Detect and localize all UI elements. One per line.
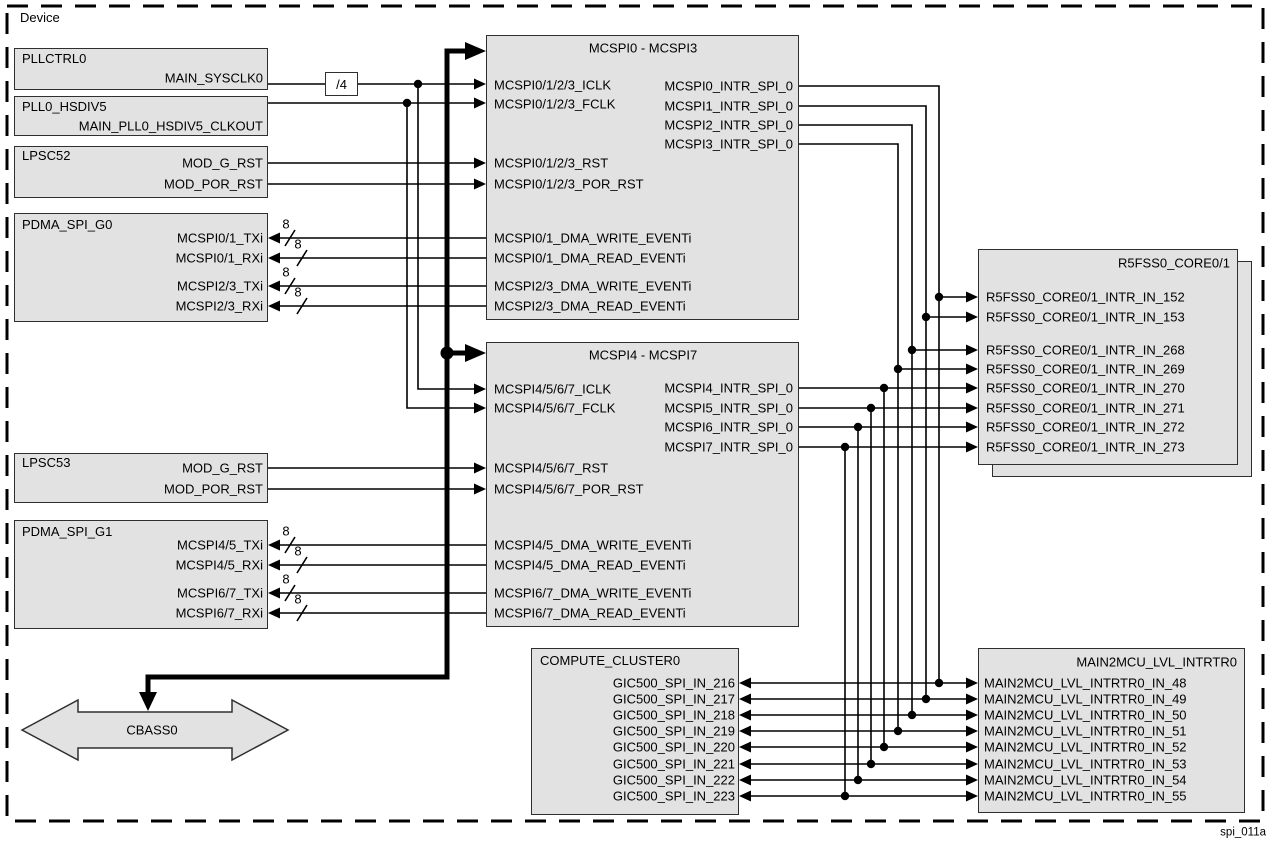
port-main2mcu-in-50: MAIN2MCU_LVL_INTRTR0_IN_50 (984, 707, 1187, 723)
port-mcspi03-iclk: MCSPI0/1/2/3_ICLK (494, 77, 612, 93)
port-mcspi3-intr: MCSPI3_INTR_SPI_0 (664, 136, 793, 152)
port-gic500-221: GIC500_SPI_IN_221 (612, 756, 735, 772)
port-mcspi47-fclk: MCSPI4/5/6/7_FCLK (494, 400, 616, 416)
port-mcspi2-intr: MCSPI2_INTR_SPI_0 (664, 117, 793, 133)
port-pdma-g0-tx01: MCSPI0/1_TXi (177, 230, 263, 246)
figure-id-label: spi_011a (1220, 826, 1266, 839)
port-mcspi01-dma-write: MCSPI0/1_DMA_WRITE_EVENTi (494, 230, 692, 246)
bus-width-label-g1-rx67: 8 (294, 591, 302, 607)
port-main2mcu-in-55: MAIN2MCU_LVL_INTRTR0_IN_55 (984, 788, 1187, 804)
block-title-pll0-hsdiv5: PLL0_HSDIV5 (22, 99, 107, 114)
port-mcspi23-dma-write: MCSPI2/3_DMA_WRITE_EVENTi (494, 278, 692, 294)
port-mcspi47-por-rst: MCSPI4/5/6/7_POR_RST (494, 481, 644, 497)
block-title-compute-cluster0: COMPUTE_CLUSTER0 (540, 653, 681, 668)
port-r5fss0-in-152: R5FSS0_CORE0/1_INTR_IN_152 (986, 289, 1185, 305)
port-main-pll0-hsdiv5-clkout: MAIN_PLL0_HSDIV5_CLKOUT (78, 118, 263, 134)
cbass0-label: CBASS0 (126, 722, 178, 738)
block-title-pllctrl0: PLLCTRL0 (22, 51, 87, 66)
port-main2mcu-in-49: MAIN2MCU_LVL_INTRTR0_IN_49 (984, 691, 1187, 707)
bus-width-label-g1-rx45: 8 (294, 543, 302, 559)
port-lpsc52-mod-por-rst: MOD_POR_RST (164, 176, 263, 192)
port-main2mcu-in-52: MAIN2MCU_LVL_INTRTR0_IN_52 (984, 739, 1187, 755)
port-main2mcu-in-48: MAIN2MCU_LVL_INTRTR0_IN_48 (984, 675, 1187, 691)
port-pdma-g1-tx67: MCSPI6/7_TXi (177, 585, 263, 601)
port-lpsc53-mod-por-rst: MOD_POR_RST (164, 481, 263, 497)
port-r5fss0-in-273: R5FSS0_CORE0/1_INTR_IN_273 (986, 439, 1185, 455)
port-mcspi7-intr: MCSPI7_INTR_SPI_0 (664, 439, 793, 455)
port-r5fss0-in-270: R5FSS0_CORE0/1_INTR_IN_270 (986, 380, 1185, 396)
port-pdma-g0-tx23: MCSPI2/3_TXi (177, 278, 263, 294)
port-pdma-g1-rx45: MCSPI4/5_RXi (175, 557, 263, 573)
port-gic500-223: GIC500_SPI_IN_223 (612, 788, 735, 804)
port-r5fss0-in-268: R5FSS0_CORE0/1_INTR_IN_268 (986, 342, 1185, 358)
port-gic500-218: GIC500_SPI_IN_218 (612, 707, 735, 723)
port-mcspi0-intr: MCSPI0_INTR_SPI_0 (664, 78, 793, 94)
port-gic500-217: GIC500_SPI_IN_217 (612, 691, 735, 707)
port-mcspi03-fclk: MCSPI0/1/2/3_FCLK (494, 96, 616, 112)
port-mcspi45-dma-write: MCSPI4/5_DMA_WRITE_EVENTi (494, 537, 692, 553)
bus-width-label-g0-rx01: 8 (294, 236, 302, 252)
port-mcspi4-intr: MCSPI4_INTR_SPI_0 (664, 380, 793, 396)
clock-divider-box: /4 (325, 72, 358, 96)
port-main2mcu-in-53: MAIN2MCU_LVL_INTRTR0_IN_53 (984, 756, 1187, 772)
port-mcspi5-intr: MCSPI5_INTR_SPI_0 (664, 400, 793, 416)
port-mcspi23-dma-read: MCSPI2/3_DMA_READ_EVENTi (494, 298, 686, 314)
port-pdma-g1-rx67: MCSPI6/7_RXi (175, 605, 263, 621)
port-gic500-220: GIC500_SPI_IN_220 (612, 739, 735, 755)
port-pdma-g0-rx01: MCSPI0/1_RXi (175, 250, 263, 266)
bus-width-label-g0-rx23: 8 (294, 284, 302, 300)
port-r5fss0-in-153: R5FSS0_CORE0/1_INTR_IN_153 (986, 309, 1185, 325)
device-label: Device (20, 10, 60, 25)
block-title-pdma-spi-g0: PDMA_SPI_G0 (22, 217, 113, 232)
port-mcspi03-por-rst: MCSPI0/1/2/3_POR_RST (494, 176, 644, 192)
block-title-r5fss0: R5FSS0_CORE0/1 (1118, 255, 1230, 271)
block-title-pdma-spi-g1: PDMA_SPI_G1 (22, 524, 113, 539)
block-title-lpsc52: LPSC52 (22, 148, 71, 163)
port-main2mcu-in-54: MAIN2MCU_LVL_INTRTR0_IN_54 (984, 772, 1187, 788)
port-r5fss0-in-271: R5FSS0_CORE0/1_INTR_IN_271 (986, 400, 1185, 416)
port-gic500-216: GIC500_SPI_IN_216 (612, 675, 735, 691)
port-mcspi45-dma-read: MCSPI4/5_DMA_READ_EVENTi (494, 557, 686, 573)
port-pdma-g0-rx23: MCSPI2/3_RXi (175, 298, 263, 314)
bus-width-label-g1-tx67: 8 (282, 571, 290, 587)
port-mcspi47-rst: MCSPI4/5/6/7_RST (494, 460, 609, 476)
port-r5fss0-in-272: R5FSS0_CORE0/1_INTR_IN_272 (986, 419, 1185, 435)
port-mcspi03-rst: MCSPI0/1/2/3_RST (494, 155, 609, 171)
clock-divider-label: /4 (336, 76, 347, 92)
block-title-lpsc53: LPSC53 (22, 455, 71, 470)
port-mcspi1-intr: MCSPI1_INTR_SPI_0 (664, 98, 793, 114)
port-mcspi47-iclk: MCSPI4/5/6/7_ICLK (494, 381, 612, 397)
port-gic500-219: GIC500_SPI_IN_219 (612, 723, 735, 739)
dma-wires (280, 237, 486, 614)
port-gic500-222: GIC500_SPI_IN_222 (612, 772, 735, 788)
block-title-mcspi0-3: MCSPI0 - MCSPI3 (588, 40, 698, 56)
port-pdma-g1-tx45: MCSPI4/5_TXi (177, 537, 263, 553)
port-main-sysclk0: MAIN_SYSCLK0 (164, 70, 263, 86)
bus-width-label-g0-tx23: 8 (282, 264, 290, 280)
port-mcspi6-intr: MCSPI6_INTR_SPI_0 (664, 419, 793, 435)
reset-wires (268, 162, 474, 490)
port-mcspi67-dma-read: MCSPI6/7_DMA_READ_EVENTi (494, 605, 686, 621)
port-main2mcu-in-51: MAIN2MCU_LVL_INTRTR0_IN_51 (984, 723, 1187, 739)
bus-width-label-g0-tx01: 8 (282, 216, 290, 232)
block-title-mcspi4-7: MCSPI4 - MCSPI7 (588, 347, 698, 363)
port-mcspi67-dma-write: MCSPI6/7_DMA_WRITE_EVENTi (494, 585, 692, 601)
port-mcspi01-dma-read: MCSPI0/1_DMA_READ_EVENTi (494, 250, 686, 266)
bus-width-label-g1-tx45: 8 (282, 523, 290, 539)
port-r5fss0-in-269: R5FSS0_CORE0/1_INTR_IN_269 (986, 361, 1185, 377)
block-title-main2mcu: MAIN2MCU_LVL_INTRTR0 (1076, 654, 1237, 670)
port-lpsc52-mod-g-rst: MOD_G_RST (182, 155, 263, 171)
port-lpsc53-mod-g-rst: MOD_G_RST (182, 460, 263, 476)
